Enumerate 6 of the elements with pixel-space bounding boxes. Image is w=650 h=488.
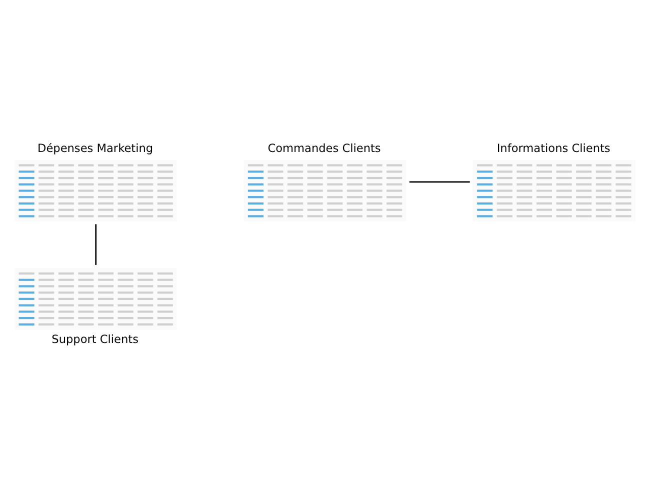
node-label: Support Clients (52, 332, 138, 346)
connector (409, 180, 470, 182)
node-label: Commandes Clients (268, 142, 381, 155)
node-label: Informations Clients (496, 142, 610, 155)
connector (95, 224, 97, 264)
node-label: Dépenses Marketing (38, 142, 154, 155)
